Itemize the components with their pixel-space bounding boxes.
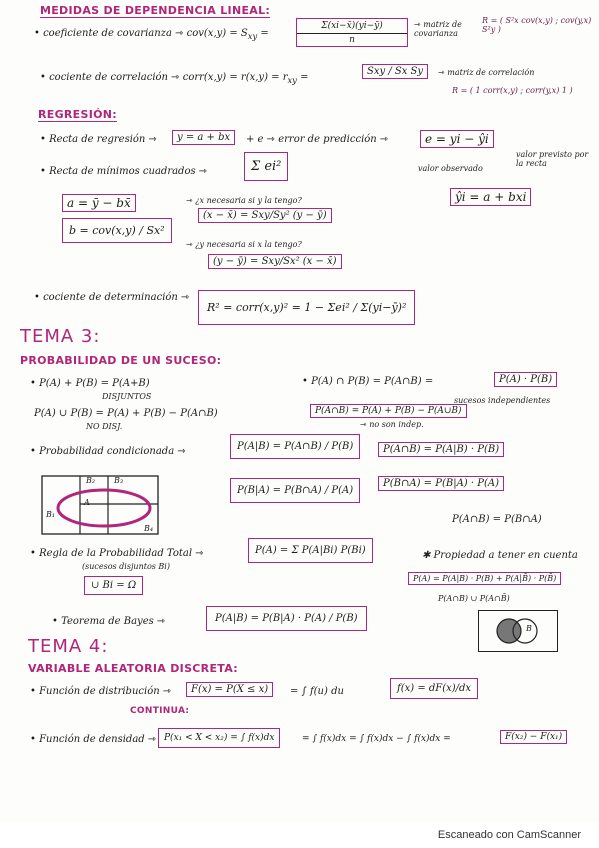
p-inter-label: • P(A) ∩ P(B) = P(A∩B) = — [302, 376, 434, 387]
heading-medidas: MEDIDAS DE DEPENDENCIA LINEAL: — [40, 4, 271, 18]
distribucion-box: F(x) = P(X ≤ x) — [186, 682, 274, 697]
no-indep-label: ⇾ no son indep. — [360, 420, 424, 429]
regression-y-box: (y − ȳ) = Sxy/Sx² (x − x̄) — [208, 254, 342, 269]
prob-total-box: P(A) = Σ P(A|Bi) P(Bi) — [248, 538, 373, 563]
cov-matrix-label: ⇾ matriz de covarianza — [414, 20, 462, 38]
disjuntos-label: DISJUNTOS — [102, 392, 152, 401]
corr-matrix-label: ⇾ matriz de correlación — [438, 68, 535, 77]
p-union-disj: • P(A) + P(B) = P(A+B) — [30, 378, 150, 389]
diagram-b4: B₄ — [144, 524, 154, 533]
scanner-watermark: Escaneado con CamScanner — [437, 829, 581, 841]
p-inter-box: P(A) · P(B) — [494, 372, 558, 387]
heading-continua: CONTINUA: — [130, 706, 190, 716]
question-y: ⇾ ¿y necesaria si x la tengo? — [186, 240, 302, 249]
cov-denominator: n — [349, 35, 355, 45]
scanned-page: MEDIDAS DE DEPENDENCIA LINEAL: • coefici… — [20, 4, 592, 748]
cond-a-mult-box: P(A∩B) = P(A|B) · P(B) — [378, 442, 505, 457]
valor-observado: valor observado — [418, 164, 483, 173]
propiedad-box: P(A) = P(A|B) · P(B) + P(A|B̄) · P(B̄) — [408, 572, 562, 585]
cov-label: • coeficiente de covarianza ⇾ cov(x,y) =… — [34, 28, 269, 41]
distribucion-integral: = ∫ f(u) du — [290, 686, 344, 697]
recta-minimos-box: Σ ei² — [244, 152, 289, 181]
cov-matrix: R = ( S²x cov(x,y) ; cov(y,x) S²y ) — [482, 16, 592, 34]
scanner-footer: Escaneado con CamScanner — [0, 823, 599, 848]
densidad-middle: = ∫ f(x)dx = ∫ f(x)dx − ∫ f(x)dx = — [302, 734, 451, 744]
distribucion-label: • Función de distribución ⇾ — [30, 686, 172, 697]
diagram-b1: B₁ — [46, 510, 56, 519]
diagram-b3: B₃ — [114, 476, 124, 485]
partition-diagram — [41, 475, 159, 535]
heading-regresion: REGRESIÓN: — [38, 108, 117, 122]
determinacion-label: • cociente de determinación ⇾ — [34, 292, 190, 303]
interseccion-equal: P(A∩B) = P(B∩A) — [452, 514, 542, 525]
recta-regresion-label: • Recta de regresión ⇾ — [40, 134, 157, 145]
valor-previsto: valor previsto por la recta — [516, 150, 589, 168]
diagram-a: A — [84, 498, 90, 507]
densidad-result-box: F(x₂) − F(x₁) — [500, 730, 568, 744]
diagram-b2: B₂ — [86, 476, 96, 485]
cond-b-box: P(B|A) = P(B∩A) / P(A) — [230, 478, 361, 503]
regression-x-box: (x − x̄) = Sxy/Sy² (y − ȳ) — [198, 208, 332, 223]
recta-regresion-error: + e ⇾ error de predicción ⇾ — [246, 134, 389, 145]
prob-total-label: • Regla de la Probabilidad Total ⇾ — [30, 548, 204, 559]
indep-label: sucesos independientes — [454, 396, 551, 405]
venn-diagram — [478, 610, 558, 652]
heading-tema3: TEMA 3: — [20, 326, 101, 347]
densidad-label: • Función de densidad ⇾ — [30, 734, 157, 745]
corr-formula-box: Sxy / Sx Sy — [362, 64, 429, 79]
p-inter-box2: P(A∩B) = P(A) + P(B) − P(A∪B) — [310, 404, 467, 418]
sucesos-disjuntos: (sucesos disjuntos Bi) — [82, 562, 170, 571]
cov-formula-box: Σ(xi−x̄)(yi−ȳ) n — [296, 18, 408, 47]
propiedad-label: ✱ Propiedad a tener en cuenta — [422, 550, 578, 561]
corr-label: • cociente de correlación ⇾ corr(x,y) = … — [40, 72, 309, 85]
bayes-box: P(A|B) = P(B|A) · P(A) / P(B) — [206, 606, 367, 631]
b-box: b = cov(x,y) / Sx² — [62, 218, 172, 243]
recta-regresion-box: y = a + bx — [172, 130, 236, 145]
yhat-box: ŷi = a + bxi — [450, 188, 532, 206]
corr-matrix: R = ( 1 corr(x,y) ; corr(y,x) 1 ) — [452, 86, 573, 95]
recta-minimos-label: • Recta de mínimos cuadrados ⇾ — [40, 166, 208, 177]
venn-b: B — [526, 624, 532, 633]
no-disj-label: NO DISJ. — [86, 422, 123, 431]
heading-probabilidad: PROBABILIDAD DE UN SUCESO: — [20, 354, 222, 367]
a-box: a = ȳ − bx̄ — [62, 194, 136, 212]
union-box: ∪ Bi = Ω — [84, 576, 144, 595]
determinacion-box: R² = corr(x,y)² = 1 − Σei² / Σ(yi−ȳ)² — [198, 290, 416, 325]
error-box: e = yi − ŷi — [420, 130, 494, 148]
densidad-box: P(x₁ < X < x₂) = ∫ f(x)dx — [158, 728, 281, 748]
condicionada-label: • Probabilidad condicionada ⇾ — [30, 446, 186, 457]
question-x: ⇾ ¿x necesaria si y la tengo? — [186, 196, 302, 205]
propiedad-union: P(A∩B) ∪ P(A∩B̄) — [438, 594, 510, 603]
cond-a-box: P(A|B) = P(A∩B) / P(B) — [230, 434, 361, 459]
cov-numerator: Σ(xi−x̄)(yi−ȳ) — [297, 19, 407, 34]
cond-b-mult-box: P(B∩A) = P(B|A) · P(A) — [378, 476, 504, 491]
bayes-label: • Teorema de Bayes ⇾ — [52, 616, 166, 627]
derivada-box: f(x) = dF(x)/dx — [390, 678, 479, 699]
p-union: P(A) ∪ P(B) = P(A) + P(B) − P(A∩B) — [34, 408, 218, 419]
heading-variable: VARIABLE ALEATORIA DISCRETA: — [28, 662, 238, 675]
heading-tema4: TEMA 4: — [28, 636, 109, 657]
